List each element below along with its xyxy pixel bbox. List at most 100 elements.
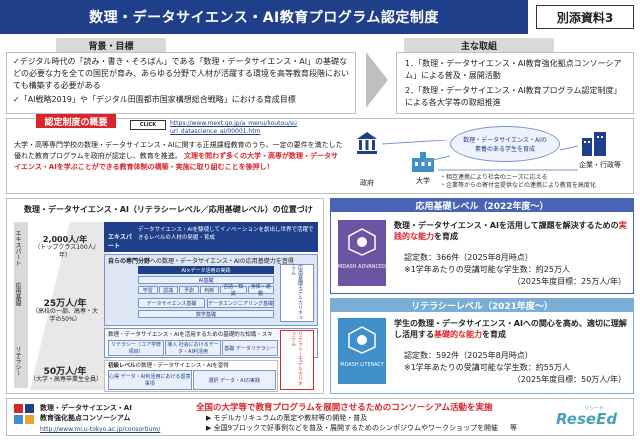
applied-desc-highlight: 実践的な能力 [394, 221, 627, 241]
ai-core-cell: AI×データ活用の実践 [138, 266, 274, 274]
page-title: 数理・データサイエンス・AI教育プログラム認定制度 [89, 10, 439, 26]
footer-bullets: ▶ モデルカリキュラムの策定や教材等の開発・普及 ▶ 全国9ブロックで好事例など… [206, 413, 546, 433]
de-basic-cell: データエンジニアリング基礎 [207, 298, 274, 308]
literacy-students: ※1学年あたりの受講可能な学生数：約55万人 [404, 363, 570, 372]
diagram-univ-label: 大学 [416, 177, 430, 185]
consortium-name: 数理・データサイエンス・AI 教育強化拠点コンソーシアム [40, 403, 180, 423]
cell-language: 言語・知識 [220, 284, 247, 297]
cell-literacy-core: リテラシー（コア学修項目） [108, 340, 164, 356]
main-effort-item-2: 2．「数理・データサイエンス・AI教育プログラム認定制度」による各大学等の取組推… [405, 86, 622, 107]
mdash-literacy-logo [338, 318, 386, 384]
pyramid-graphic [14, 222, 110, 390]
applied-target: （2025年度目標：25万人/年） [512, 277, 626, 286]
math-basic-cell: 数学基礎 [138, 310, 274, 318]
overview-line-2: 文理を問わず多くの大学・高専が数理・データサイエンス・AIを学ぶことができる教育… [14, 152, 339, 171]
overview-heading: 認定制度の概要 [36, 114, 116, 128]
tier-top-count: 2,000人/年 [42, 235, 88, 244]
side-label-literacy: リテラシー [14, 346, 21, 376]
beginner-label: 初級レベル [108, 363, 136, 369]
footer-bullet-2: ▶ 全国9ブロックで好事例などを普及・展開するためのシンポジウムやワークショップ… [206, 424, 499, 432]
side-label-expert: エキスパート [14, 230, 21, 266]
applied-desc-suffix: を育成 [434, 232, 458, 241]
company-buildings-icon [582, 132, 606, 156]
footer-etc: 等 [510, 424, 517, 432]
watermark-sub: リシード [584, 406, 605, 412]
beginner-line: 初級レベルの数理・データサイエンス・AIを習得 [108, 361, 276, 369]
mdash-advanced-mark-icon [348, 228, 376, 256]
diagram-notes: ・相互連携により社会のニーズに応える ・企業等からの寄付金提供などの連携により教… [440, 174, 600, 190]
literacy-target: （2025年度目標：50万人/年） [512, 375, 626, 384]
consortium-name-1: 数理・データサイエンス・AI [40, 404, 132, 412]
beginner-cells-row: 心得 データ・AI利活用における留意事項 選択 データ・AIの実践 [108, 370, 276, 390]
applied-count: 認定数：366件（2025年8月時点） [404, 253, 533, 262]
cell-learning: 学習 [138, 286, 158, 294]
applied-vertical-label: 応用基礎モデルカリキュラム [280, 264, 314, 322]
beginner-desc: の数理・データサイエンス・AIを習得 [135, 363, 229, 369]
main-effort-item-1: 1．「数理・データサイエンス・AI教育強化拠点コンソーシアム」による普及・展開活… [405, 59, 622, 80]
background-box: ✓デジタル時代の「読み・書き・そろばん」である「数理・データサイエンス・AI」の… [6, 52, 356, 114]
cell-data-literacy: 基礎 データリテラシー [222, 340, 278, 356]
overview-link[interactable]: https://www.mext.go.jp/a_menu/koutou/suu… [170, 120, 297, 135]
applied-level-stats: 認定数：366件（2025年8月時点） ※1学年あたりの受講可能な学生数：約25… [404, 252, 630, 288]
expert-block [104, 222, 318, 252]
ds-basic-cell: データサイエンス基礎 [138, 298, 205, 308]
cell-physical: 身体・運動 [247, 284, 274, 297]
mdash-literacy-text: MDASH LITERACY [340, 362, 384, 368]
mdash-literacy-mark-icon [348, 326, 376, 354]
document-badge: 別添資料3 [536, 5, 634, 29]
literacy-count: 認定数：592件（2025年8月時点） [404, 351, 533, 360]
literacy-level-desc: 学生の数理・データサイエンス・AIへの関心を高め、適切に理解し活用する基礎的な能… [394, 318, 630, 340]
expert-desc: データサイエンス・AIを駆使してイノベーションを創出し世界で活躍できるレベルの人… [138, 227, 314, 241]
tier-top-note: （トップクラス100人/年） [34, 244, 96, 259]
applied-level-heading: 応用基礎レベル（2022年度～） [330, 198, 634, 212]
mdash-advanced-logo [338, 220, 386, 286]
background-bullet-2: ✓「AI戦略2019」や「デジタル田園都市国家構想総合戦略」における育成目標 [13, 95, 296, 104]
arrow-right-icon [366, 52, 388, 108]
cell-prediction: 予測 [179, 286, 199, 294]
main-effort-box: 1．「数理・データサイエンス・AI教育強化拠点コンソーシアム」による普及・展開活… [396, 52, 634, 114]
watermark-logo: ReseEd [556, 410, 618, 428]
cell-recognition: 認識 [158, 286, 178, 294]
diagram-center-ellipse: 数理・データサイエンス・AIの素養のある学生を育成 [450, 126, 560, 162]
page-title-bar: 数理・データサイエンス・AI教育プログラム認定制度 [0, 0, 528, 34]
ai-basic-cells-row: 学習 認識 予測 判断 言語・知識 身体・運動 [138, 284, 274, 297]
literacy-level-heading: リテラシーレベル（2021年度～） [330, 298, 634, 312]
consortium-logo-icon [14, 404, 34, 424]
tier-bot-count: 50万人/年 [43, 367, 87, 377]
applied-level-desc: 数理・データサイエンス・AIを活用して課題を解決するための実践的な能力を育成 [394, 220, 630, 242]
cell-intro: 導入 社会におけるデータ・AI利活用 [165, 340, 221, 356]
own-field-line: 自らの専門分野への数理・データサイエンス・AIの応用基礎力を習得 [108, 256, 308, 265]
diagram-corp-label: 企業・行政等 [579, 161, 621, 169]
pyramid-title: 数理・データサイエンス・AI（リテラシーレベル／応用基礎レベル）の位置づけ [24, 205, 313, 214]
applied-desc-prefix: 数理・データサイエンス・AIを活用して課題を解決するための [394, 221, 619, 230]
government-building-icon [357, 132, 377, 154]
overview-line-1: 大学・高等専門学校の数理・データサイエンス・AIに関する正規課程教育のうち、一定… [14, 141, 343, 160]
click-button[interactable]: CLICK [130, 120, 166, 130]
literacy-desc-highlight: 基礎的な能力 [434, 330, 482, 339]
diagram-connector-lines [381, 140, 579, 171]
literacy-vertical-label: リテラシーモデルカリキュラム [280, 330, 314, 390]
background-heading: 背景・目標 [56, 38, 166, 52]
tier-bot-note: （大学・高専卒業生全員） [30, 376, 103, 383]
background-bullet-1: ✓デジタル時代の「読み・書き・そろばん」である「数理・データサイエンス・AI」の… [13, 57, 349, 90]
overview-text: 大学・高等専門学校の数理・データサイエンス・AIに関する正規課程教育のうち、一定… [14, 140, 344, 173]
diagram-note-2: ・企業等からの寄付金提供などの連携により教育を高度化 [440, 182, 596, 189]
consortium-name-2: 教育強化拠点コンソーシアム [40, 414, 131, 422]
university-building-icon [412, 152, 434, 172]
literacy-desc-prefix: 学生の数理・データサイエンス・AIへの関心を高め、適切に理解し活用する [394, 319, 627, 339]
literacy-level-stats: 認定数：592件（2025年8月時点） ※1学年あたりの受講可能な学生数：約55… [404, 350, 630, 386]
cell-judgement: 判断 [199, 286, 219, 294]
expert-label: エキスパート [108, 234, 132, 250]
own-field-desc: への数理・データサイエンス・AIの応用基礎力を習得 [150, 258, 294, 265]
diagram-note-1: ・相互連携により社会のニーズに応える [440, 174, 548, 181]
cell-practice: 選択 データ・AIの実践 [192, 370, 276, 390]
consortium-link[interactable]: http://www.mi.u-tokyo.ac.jp/consortium/ [40, 426, 161, 433]
tier-mid-count: 25万人/年 [43, 299, 87, 309]
footer-box [6, 398, 634, 436]
diagram-gov-label: 政府 [360, 179, 374, 187]
tier-mid-note: （高校の一部、高専・大学の50%） [31, 308, 98, 323]
footer-bullet-1: ▶ モデルカリキュラムの策定や教材等の開発・普及 [206, 414, 368, 422]
own-field-label: 自らの専門分野 [108, 258, 151, 265]
main-effort-heading: 主な取組 [404, 38, 554, 52]
foundation-row: データサイエンス基礎 データエンジニアリング基礎 [138, 298, 274, 308]
